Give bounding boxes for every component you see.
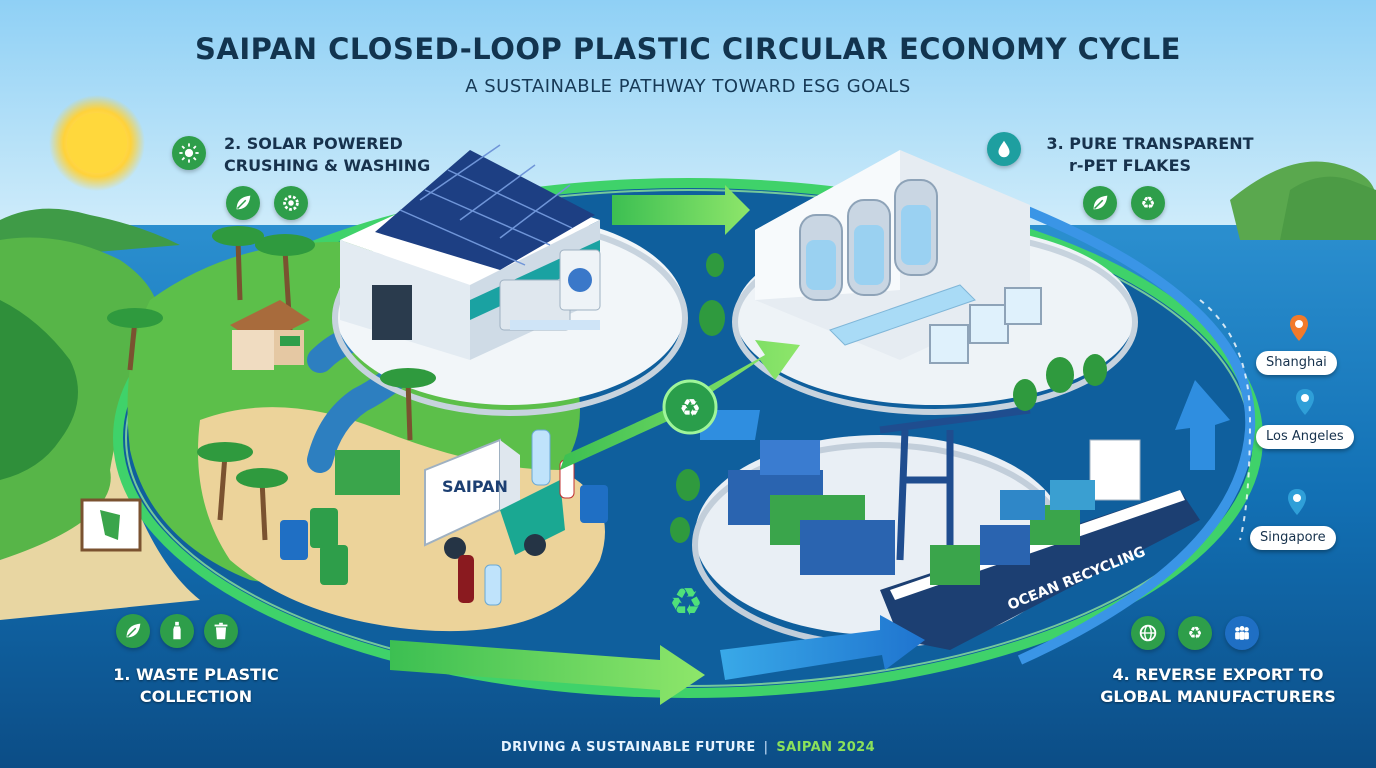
truck-label: SAIPAN [442,477,508,496]
gear-icon [274,186,308,220]
footer-text: DRIVING A SUSTAINABLE FUTURE [500,740,756,755]
destination-los-angeles: Los Angeles [1256,425,1354,449]
arrow-bottom-blue [720,615,925,680]
location-pin-icon [1296,389,1314,415]
step-3-line1: 3. PURE TRANSPARENT [1046,134,1254,153]
sun-icon [172,136,206,170]
bottle-icon [160,614,194,648]
arrow-to-purification [612,185,750,235]
export-route [1199,299,1252,541]
step-3-label: 3. PURE TRANSPARENT r-PET FLAKES [1040,133,1260,177]
trash-icon [204,614,238,648]
shipping-containers [728,440,895,575]
leaf-icon [226,186,260,220]
footer-separator: | [763,740,769,755]
step-1-line1: 1. WASTE PLASTIC [113,665,279,684]
arrow-bottom-green [390,640,705,705]
step-4-line2: GLOBAL MANUFACTURERS [1100,687,1336,706]
step-1-line2: COLLECTION [139,687,253,706]
step-2-label: 2. SOLAR POWERED CRUSHING & WASHING [224,133,430,177]
globe-icon [1131,616,1165,650]
washing-machines [499,249,601,331]
step-3-line2: r-PET FLAKES [1068,156,1192,175]
step-4-label: 4. REVERSE EXPORT TO GLOBAL MANUFACTURER… [1080,664,1356,708]
recycle-icon: ♻ [1131,186,1165,220]
flake-cubes [929,287,1042,364]
collection-truck: SAIPAN [424,438,565,559]
small-trees [670,253,1107,543]
leaf-icon [1083,186,1117,220]
recycle-symbol-lower: ♻ [669,580,703,624]
destination-singapore: Singapore [1250,526,1336,550]
svg-text:♻: ♻ [1141,194,1156,213]
shop [230,300,310,370]
footer-highlight: SAIPAN 2024 [776,740,876,755]
port-crane [879,406,1031,561]
arrow-right-down [1175,380,1230,470]
recycling-bins [280,450,608,585]
step-2-line2: CRUSHING & WASHING [224,156,431,175]
sun [49,95,145,191]
map-sign [80,498,142,552]
destination-shanghai: Shanghai [1256,351,1337,375]
location-pin-icon [1290,315,1308,341]
sandy-beach [198,407,605,632]
step-2-line1: 2. SOLAR POWERED [224,134,403,153]
location-pin-icon [1288,489,1306,515]
page-subtitle: A SUSTAINABLE PATHWAY TOWARD ESG GOALS [465,76,911,97]
svg-text:♻: ♻ [1188,624,1203,643]
svg-text:♻: ♻ [679,394,701,422]
recycle-icon: ♻ [1178,616,1212,650]
footer: DRIVING A SUSTAINABLE FUTURE | SAIPAN 2024 [0,740,1376,755]
step-4-line1: 4. REVERSE EXPORT TO [1112,665,1324,684]
step-1-label: 1. WASTE PLASTIC COLLECTION [106,664,286,708]
plastic-bottles [458,429,575,606]
page-title: SAIPAN CLOSED-LOOP PLASTIC CIRCULAR ECON… [195,32,1181,66]
water-drop-icon [987,132,1021,166]
people-icon [1225,616,1259,650]
leaf-icon [116,614,150,648]
recycle-medallion: ♻ [662,379,718,435]
